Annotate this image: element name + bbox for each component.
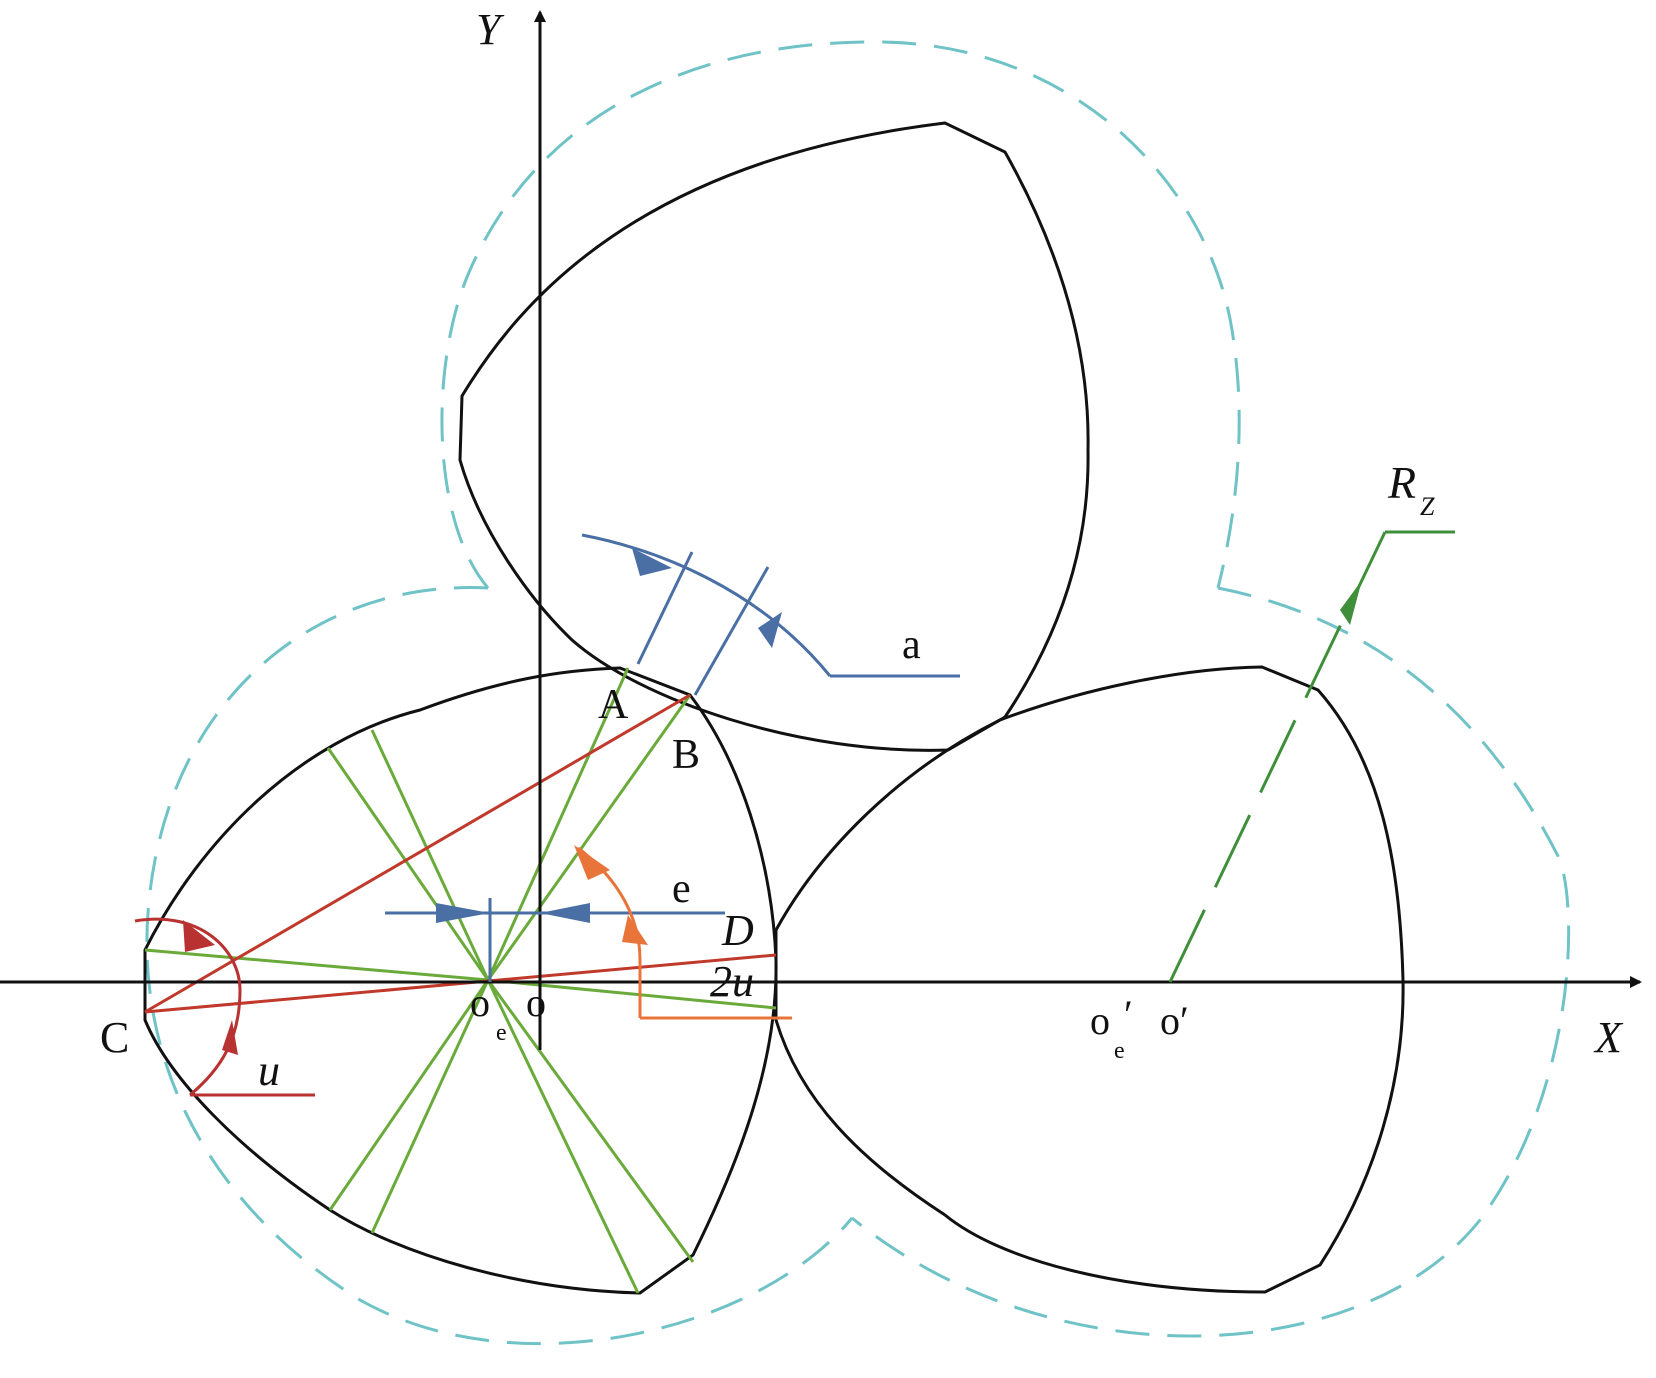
angle-u-label: u — [258, 1046, 280, 1095]
envelope-right-lobe — [851, 586, 1571, 1338]
point-c-label: C — [100, 1013, 129, 1062]
origin-oe-prime-subscript: e — [1114, 1038, 1125, 1064]
rotor-outlines — [143, 121, 1405, 1295]
rotor-right — [774, 665, 1405, 1294]
envelope-left-lobe — [145, 586, 854, 1346]
axis-x-label: X — [1593, 1013, 1624, 1062]
dimension-a-label: a — [902, 622, 921, 668]
green-radial-lines — [144, 667, 777, 1294]
point-a-label: A — [598, 682, 629, 728]
angle-2u — [574, 845, 792, 1020]
angle-2u-label: 2u — [710, 957, 754, 1006]
origin-oe-prime-mark: ′ — [1124, 992, 1133, 1037]
rotor-top — [458, 121, 1090, 752]
origin-o-label: o — [526, 980, 546, 1025]
origin-oe-prime-label: o — [1090, 998, 1110, 1043]
text-labels: Y X A B C D o o e o′ o e ′ a e u 2u R Z — [100, 5, 1624, 1095]
origin-oe-label: o — [470, 980, 490, 1025]
point-d-label: D — [721, 906, 754, 955]
angle-u — [134, 917, 315, 1097]
radius-rz-leader — [1168, 530, 1455, 983]
origin-o-prime-label: o′ — [1160, 998, 1189, 1043]
envelope-top-lobe — [440, 40, 1241, 589]
dimension-e-label: e — [672, 866, 691, 912]
radius-r-label: R — [1387, 457, 1416, 508]
dimension-a — [581, 533, 960, 696]
radius-z-subscript: Z — [1420, 492, 1435, 521]
origin-oe-subscript: e — [496, 1020, 507, 1046]
axes — [0, 10, 1642, 1050]
axis-y-label: Y — [476, 5, 505, 54]
dashed-envelope — [145, 40, 1571, 1346]
dimension-e — [385, 898, 725, 982]
point-b-label: B — [672, 732, 700, 778]
